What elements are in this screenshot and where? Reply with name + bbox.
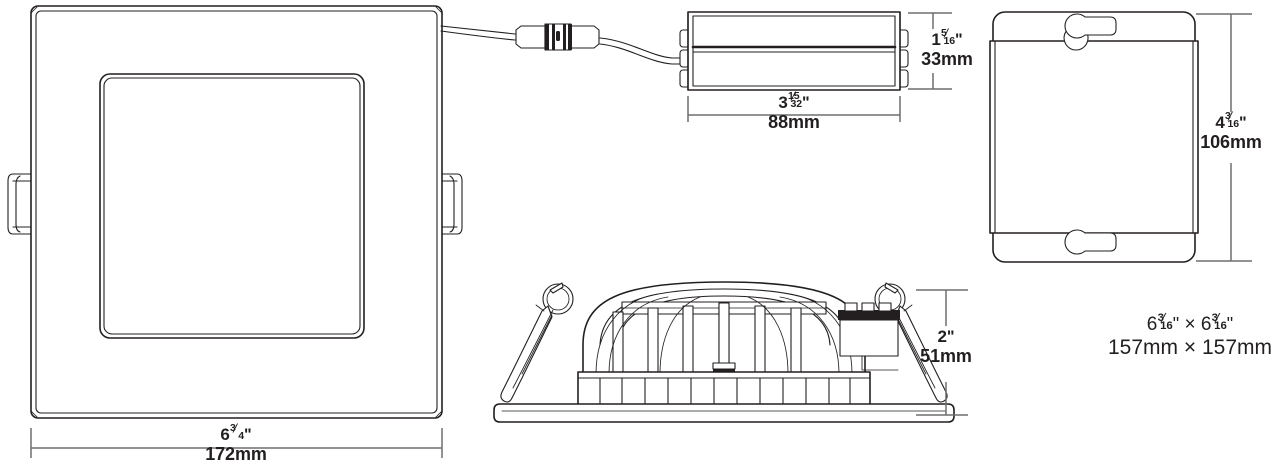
- dimension-label-fixture-depth: 2" 51mm: [920, 327, 972, 366]
- dimension-jbox-height: [1196, 13, 1252, 262]
- led-driver-view: [679, 11, 909, 91]
- jbox-height-metric: 106mm: [1200, 132, 1262, 153]
- driver-length-metric: 88mm: [768, 112, 820, 133]
- reflector-struts: [595, 293, 853, 375]
- side-section-view: [493, 281, 955, 423]
- dimension-fixture-depth: [916, 289, 968, 416]
- fixture-depth-metric: 51mm: [920, 346, 972, 367]
- dimension-driver-height: [908, 12, 952, 90]
- cut-hole-icon: [1105, 305, 1275, 475]
- keyhole-slot-bottom: [1064, 229, 1117, 255]
- wire-connector: [515, 23, 600, 51]
- torsion-spring-left: [500, 282, 574, 403]
- heatsink-fins: [599, 377, 851, 407]
- keyhole-slot-top: [1063, 13, 1117, 51]
- cutout-metric: 157mm × 157mm: [1108, 335, 1272, 359]
- wire-harness: [440, 23, 687, 65]
- fixture-depth-imperial: 2": [937, 327, 955, 346]
- dimension-panel-width: [30, 428, 443, 458]
- junction-box-view: [989, 11, 1199, 263]
- dimension-driver-length: [687, 96, 901, 122]
- terminal-block: [838, 302, 900, 371]
- front-face-view: [7, 5, 463, 419]
- panel-width-metric: 172mm: [205, 444, 267, 465]
- driver-height-metric: 33mm: [921, 49, 973, 70]
